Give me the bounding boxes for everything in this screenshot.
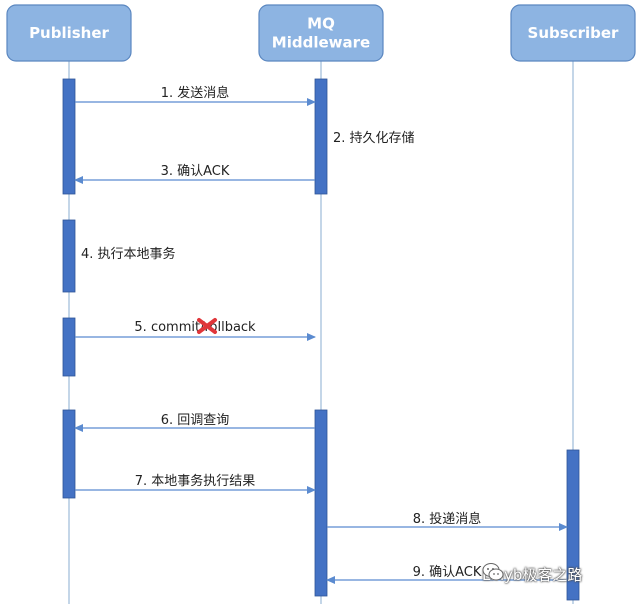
activation-mq-6: [314, 409, 328, 597]
cancel-mark-stroke-2: [197, 318, 217, 334]
activation-publisher-3: [62, 317, 76, 377]
activation-publisher-2: [62, 219, 76, 293]
participant-label-publisher: Publisher: [29, 24, 109, 42]
message-label-m7: 7. 本地事务执行结果: [135, 473, 256, 489]
wechat-icon: [482, 563, 504, 581]
message-label-m8: 8. 投递消息: [413, 511, 482, 527]
message-label-m5: 5. commit/rollback: [134, 320, 256, 335]
message-label-m4: 4. 执行本地事务: [81, 246, 176, 262]
message-label-m1: 1. 发送消息: [161, 85, 230, 101]
watermark: Linyb极客之路: [482, 562, 582, 586]
activation-mq-5: [314, 78, 328, 195]
message-label-m6: 6. 回调查询: [161, 413, 230, 428]
participant-label-mq: MQ: [307, 15, 335, 33]
message-label-m2: 2. 持久化存储: [333, 131, 415, 146]
activation-publisher-1: [62, 78, 76, 195]
message-label-m3: 3. 确认ACK: [161, 164, 230, 179]
participant-label-subscriber: Subscriber: [528, 24, 619, 42]
watermark-text: Linyb极客之路: [482, 565, 583, 584]
participant-subscriber: [510, 4, 636, 62]
participant-publisher: [6, 4, 132, 62]
activation-publisher-4: [62, 409, 76, 499]
participant-label-mq-1: Middleware: [272, 34, 370, 52]
participant-mq: [258, 4, 384, 62]
message-label-m9: 9. 确认ACK: [413, 565, 482, 580]
